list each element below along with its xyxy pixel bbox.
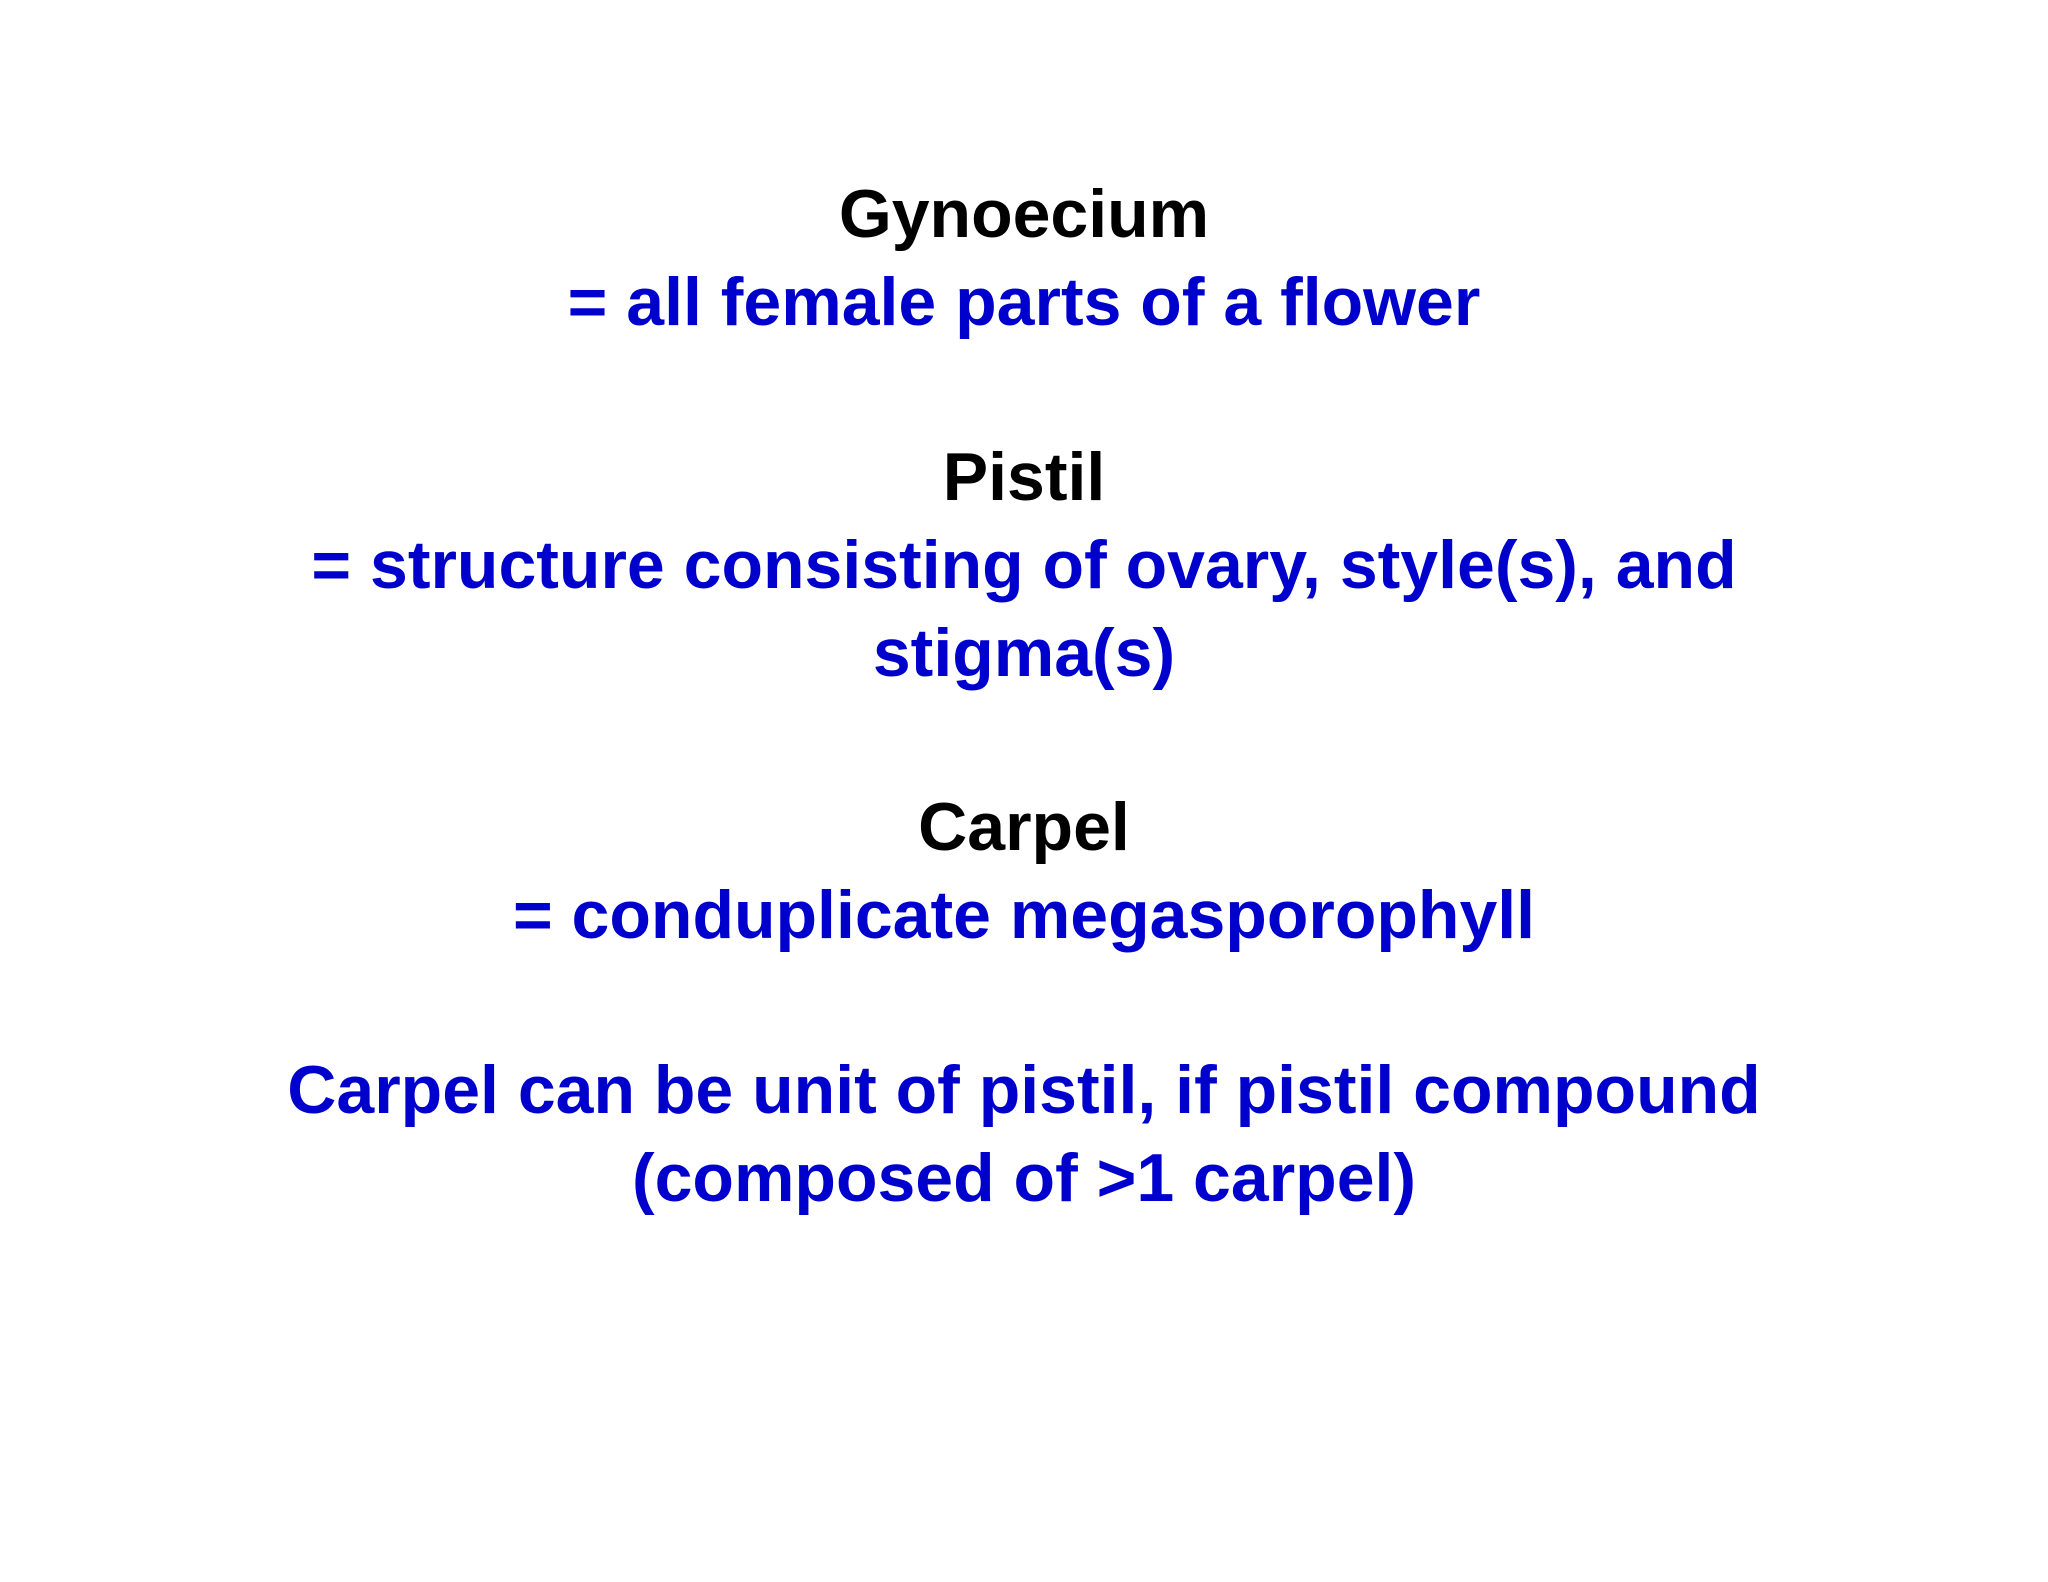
definition-pistil-line-2: stigma(s) xyxy=(872,615,1176,691)
definition-pistil-line-1: = structure consisting of ovary, style(s… xyxy=(311,527,1737,603)
term-gynoecium: Gynoecium xyxy=(838,176,1210,252)
note-line-1: Carpel can be unit of pistil, if pistil … xyxy=(287,1052,1761,1128)
definition-carpel: = conduplicate megasporophyll xyxy=(512,877,1536,953)
definition-gynoecium: = all female parts of a flower xyxy=(567,264,1481,340)
term-pistil: Pistil xyxy=(942,439,1106,515)
note-line-2: (composed of >1 carpel) xyxy=(631,1140,1417,1216)
term-carpel: Carpel xyxy=(918,789,1130,865)
